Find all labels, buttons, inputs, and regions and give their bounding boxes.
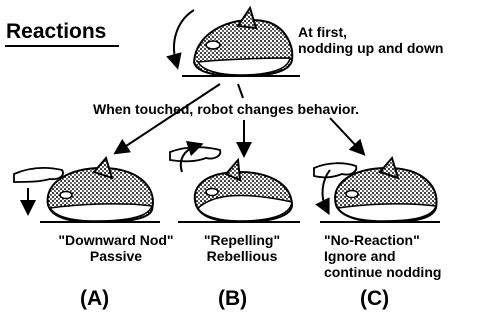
curved-arrow-icon xyxy=(179,140,204,173)
title-underline xyxy=(5,45,119,47)
panel-b-title: "Repelling" xyxy=(203,232,281,248)
panel-c-label: (C) xyxy=(360,287,390,310)
panel-c-title: "No-Reaction" xyxy=(324,232,420,248)
panel-b-caption: "Repelling" Rebellious xyxy=(186,232,298,264)
panel-b-subtitle: Rebellious xyxy=(206,248,278,265)
hand-icon xyxy=(313,162,358,179)
panel-c-subtitle-2: continue nodding xyxy=(324,264,442,281)
panel-c-subtitle-1: Ignore and xyxy=(324,248,396,265)
initial-caption-line-2: nodding up and down xyxy=(298,40,444,57)
robot-c-group xyxy=(313,155,440,224)
hand-icon xyxy=(13,167,64,183)
initial-behavior-caption: At first, nodding up and down xyxy=(298,24,443,56)
branch-arrows xyxy=(113,83,366,158)
orca-robot-icon xyxy=(182,5,300,78)
panel-a-subtitle: Passive xyxy=(89,248,143,265)
panel-c-caption: "No-Reaction" Ignore and continue noddin… xyxy=(324,232,441,280)
panel-a-title: "Downward Nod" xyxy=(58,232,174,248)
hand-icon xyxy=(169,146,222,163)
page-title: Reactions xyxy=(6,20,107,43)
initial-caption-line-1: At first, xyxy=(298,24,347,40)
panel-a-label: (A) xyxy=(80,287,110,310)
panel-b-label: (B) xyxy=(218,287,248,310)
curved-arrow-icon xyxy=(315,169,331,216)
robot-a-group xyxy=(13,155,160,224)
robot-b-group xyxy=(169,140,300,224)
nod-arrow-icon xyxy=(166,9,195,70)
panel-a-caption: "Downward Nod" Passive xyxy=(32,232,200,264)
behavior-change-caption: When touched, robot changes behavior. xyxy=(93,101,360,117)
